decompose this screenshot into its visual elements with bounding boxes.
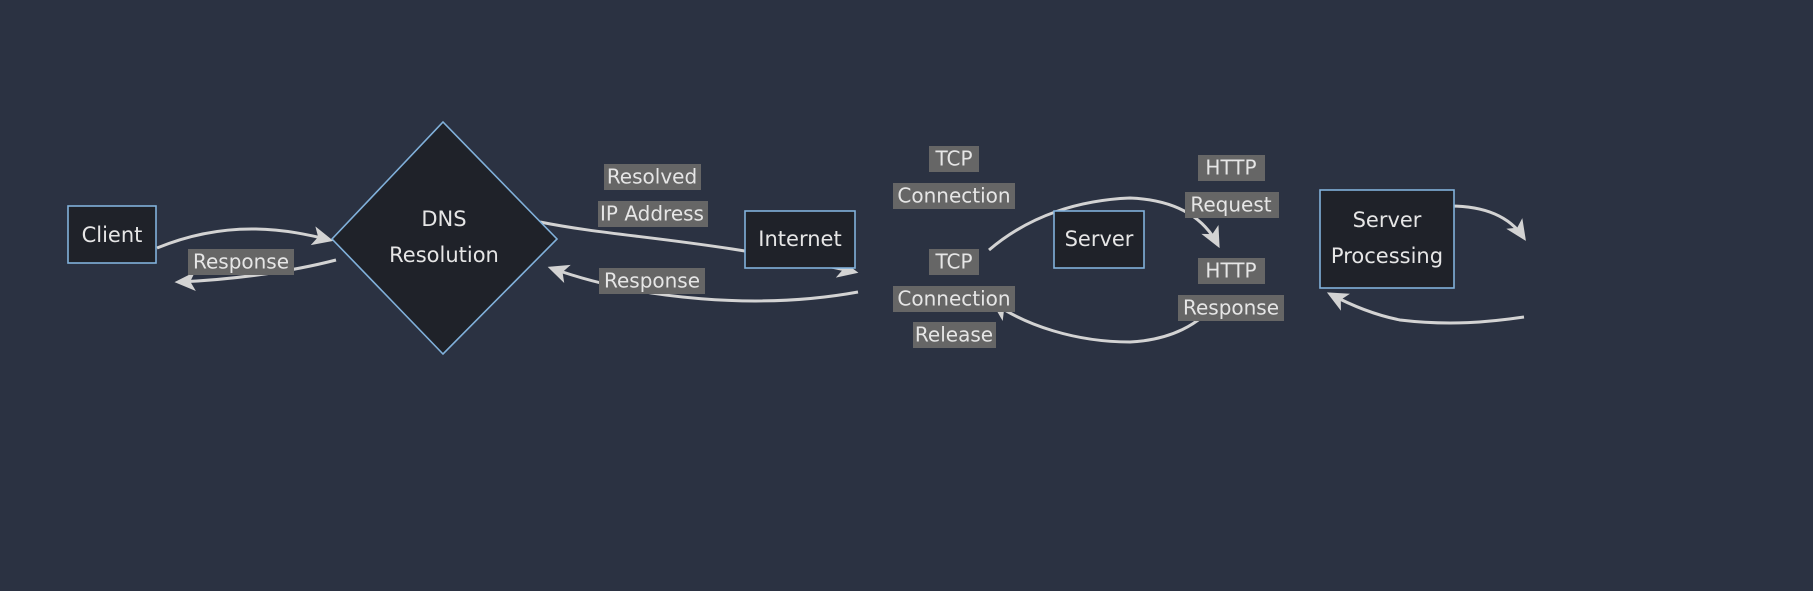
edge-label-internet-to-server-line2: Connection xyxy=(897,184,1010,208)
node-server-processing-label-line2: Processing xyxy=(1331,244,1443,268)
node-server-processing-shape[interactable] xyxy=(1319,189,1455,289)
edge-label-dns-to-client-bg xyxy=(188,249,294,275)
edge-label-dns-to-internet-bg1 xyxy=(604,164,701,190)
edge-label-processing-to-server: HTTP Response xyxy=(1178,258,1284,321)
edge-label-internet-to-dns-bg xyxy=(599,268,705,294)
edge-label-server-to-internet-line1: TCP xyxy=(934,250,972,274)
edge-label-internet-to-server: TCP Connection xyxy=(893,146,1015,209)
node-internet[interactable]: Internet xyxy=(744,210,856,269)
edge-label-dns-to-internet-line1: Resolved xyxy=(607,165,697,189)
edge-client-to-dns xyxy=(156,226,334,250)
node-server-processing-label-line1: Server xyxy=(1353,208,1422,232)
edge-label-processing-to-server-bg1 xyxy=(1198,258,1265,284)
node-dns-resolution-shape[interactable] xyxy=(330,120,559,356)
edge-label-internet-to-dns-text: Response xyxy=(604,269,700,293)
node-server-label: Server xyxy=(1065,227,1134,251)
edge-label-server-to-internet-bg1 xyxy=(929,249,979,275)
edge-label-server-to-processing: HTTP Request xyxy=(1185,155,1279,218)
edge-label-server-to-internet: TCP Connection Release xyxy=(893,249,1015,348)
node-client-shape[interactable] xyxy=(67,205,157,264)
edge-label-dns-to-client-text: Response xyxy=(193,250,289,274)
edge-label-processing-to-server-line1: HTTP xyxy=(1205,259,1256,283)
node-dns-resolution[interactable]: DNS Resolution xyxy=(330,120,559,356)
edge-processing-to-server xyxy=(1326,292,1525,325)
edge-label-server-to-internet-bg3 xyxy=(913,322,996,348)
edge-label-server-to-processing-bg1 xyxy=(1198,155,1265,181)
edge-label-internet-to-server-bg1 xyxy=(929,146,979,172)
edge-label-server-to-processing-line2: Request xyxy=(1190,193,1271,217)
node-client[interactable]: Client xyxy=(67,205,157,264)
edge-internet-to-server xyxy=(988,196,1220,252)
edge-label-internet-to-server-line1: TCP xyxy=(934,147,972,171)
node-server-processing[interactable]: Server Processing xyxy=(1319,189,1455,289)
edge-label-processing-to-server-bg2 xyxy=(1178,295,1284,321)
node-dns-resolution-label-line1: DNS xyxy=(421,207,466,231)
node-internet-shape[interactable] xyxy=(744,210,856,269)
edge-label-server-to-processing-line1: HTTP xyxy=(1205,156,1256,180)
edge-label-dns-to-internet-bg2 xyxy=(598,201,708,227)
edge-label-server-to-processing-bg2 xyxy=(1185,192,1279,218)
edge-label-internet-to-server-bg2 xyxy=(893,183,1015,209)
edge-label-dns-to-client: Response xyxy=(188,249,294,275)
edge-label-processing-to-server-line2: Response xyxy=(1183,296,1279,320)
node-server-shape[interactable] xyxy=(1053,210,1145,269)
node-dns-resolution-label-line2: Resolution xyxy=(389,243,499,267)
node-client-label: Client xyxy=(82,223,143,247)
edge-label-server-to-internet-line3: Release xyxy=(915,323,993,347)
edge-server-to-internet xyxy=(991,299,1220,344)
edge-label-server-to-internet-bg2 xyxy=(893,286,1015,312)
edge-label-internet-to-dns: Response xyxy=(599,268,705,294)
node-internet-label: Internet xyxy=(758,227,841,251)
edge-label-dns-to-internet-line2: IP Address xyxy=(600,202,704,226)
edge-internet-to-dns xyxy=(547,264,859,303)
edge-label-server-to-internet-line2: Connection xyxy=(897,287,1010,311)
edge-label-dns-to-internet: Resolved IP Address xyxy=(598,164,708,227)
node-server[interactable]: Server xyxy=(1053,210,1145,269)
